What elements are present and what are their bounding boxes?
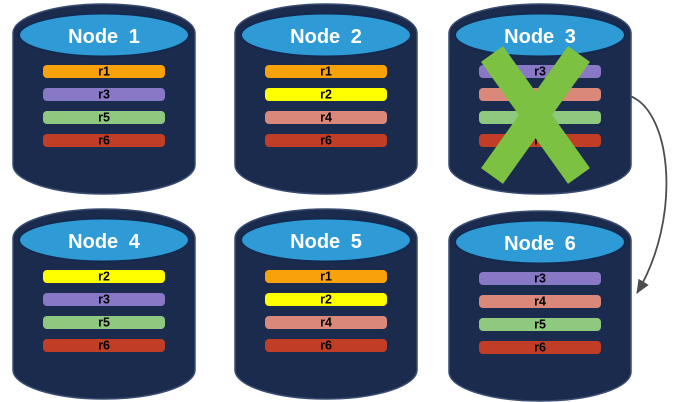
record-label: r3 — [98, 293, 110, 307]
record-bar — [265, 339, 387, 352]
node-3: Node 3 r3 r4 r5 r6 — [448, 3, 632, 195]
node-title: Node 6 — [504, 233, 576, 255]
database-cylinder: Node 1 r1 r3 r5 r6 — [12, 3, 196, 195]
cylinder-top — [454, 219, 626, 265]
record-list: r1 r2 r4 r6 — [265, 270, 387, 353]
node-5: Node 5 r1 r2 r4 r6 — [234, 208, 418, 400]
record-list: r1 r3 r5 r6 — [43, 65, 165, 148]
record-bar — [43, 293, 165, 306]
cylinder-top — [18, 217, 190, 263]
record-bar — [43, 134, 165, 147]
record-label: r2 — [320, 88, 332, 102]
record-bar — [265, 65, 387, 78]
record-label: r6 — [534, 134, 546, 148]
record-bar — [479, 295, 601, 308]
record-bar — [43, 316, 165, 329]
node-1: Node 1 r1 r3 r5 r6 — [12, 3, 196, 195]
node-title: Node 3 — [504, 26, 576, 48]
record-label: r2 — [98, 270, 110, 284]
record-bar — [43, 88, 165, 101]
record-bar — [43, 339, 165, 352]
record-list: r1 r2 r4 r6 — [265, 65, 387, 148]
record-bar — [43, 111, 165, 124]
record-bar — [265, 134, 387, 147]
record-label: r3 — [98, 88, 110, 102]
record-bar — [479, 341, 601, 354]
record-bar — [479, 318, 601, 331]
node-title: Node 1 — [68, 26, 140, 48]
record-label: r5 — [534, 111, 546, 125]
record-label: r4 — [534, 88, 546, 102]
record-bar — [479, 272, 601, 285]
record-label: r1 — [320, 65, 332, 79]
record-label: r3 — [534, 272, 546, 286]
record-bar — [265, 111, 387, 124]
record-label: r1 — [98, 65, 110, 79]
cylinder-top — [240, 217, 412, 263]
record-bar — [265, 316, 387, 329]
record-bar — [265, 293, 387, 306]
record-label: r4 — [534, 295, 546, 309]
database-cylinder: Node 5 r1 r2 r4 r6 — [234, 208, 418, 400]
record-bar — [265, 88, 387, 101]
record-label: r6 — [98, 134, 110, 148]
record-label: r5 — [98, 316, 110, 330]
record-list: r3 r4 r5 r6 — [479, 272, 601, 355]
record-label: r3 — [534, 65, 546, 79]
node-title: Node 4 — [68, 231, 141, 253]
record-label: r4 — [320, 316, 332, 330]
node-4: Node 4 r2 r3 r5 r6 — [12, 208, 196, 400]
record-label: r4 — [320, 111, 332, 125]
database-cylinder: Node 3 r3 r4 r5 r6 — [448, 3, 632, 195]
database-cylinder: Node 6 r3 r4 r5 r6 — [448, 210, 632, 402]
record-list: r2 r3 r5 r6 — [43, 270, 165, 353]
record-label: r6 — [98, 339, 110, 353]
record-label: r2 — [320, 293, 332, 307]
record-bar — [43, 65, 165, 78]
node-title: Node 2 — [290, 26, 362, 48]
node-6: Node 6 r3 r4 r5 r6 — [448, 210, 632, 402]
record-label: r5 — [534, 318, 546, 332]
record-label: r6 — [320, 134, 332, 148]
record-label: r6 — [534, 341, 546, 355]
record-bar — [265, 270, 387, 283]
record-label: r5 — [98, 111, 110, 125]
database-cylinder: Node 4 r2 r3 r5 r6 — [12, 208, 196, 400]
record-label: r6 — [320, 339, 332, 353]
node-title: Node 5 — [290, 231, 362, 253]
cylinder-top — [18, 12, 190, 58]
node-2: Node 2 r1 r2 r4 r6 — [234, 3, 418, 195]
record-label: r1 — [320, 270, 332, 284]
cylinder-top — [240, 12, 412, 58]
database-cylinder: Node 2 r1 r2 r4 r6 — [234, 3, 418, 195]
replication-arrow — [629, 95, 668, 294]
record-bar — [43, 270, 165, 283]
